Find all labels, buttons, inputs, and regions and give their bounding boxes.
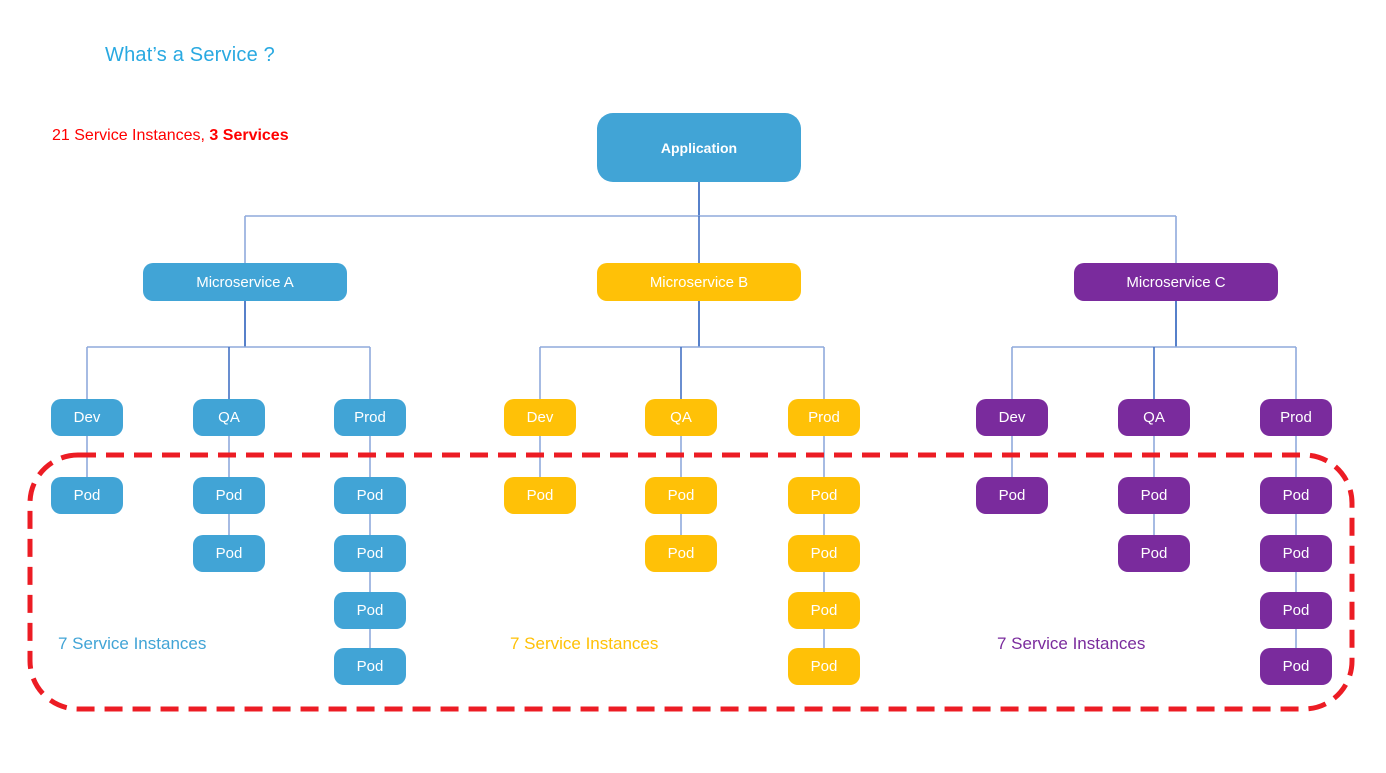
pods-boundary-dashed [27,452,1355,712]
node-microservice-a-prod: Prod [334,399,406,436]
node-microservice-b-dev: Dev [504,399,576,436]
node-microservice-b-prod-pod-1: Pod [788,477,860,514]
node-microservice-a-dev-pod-1: Pod [51,477,123,514]
node-microservice-b-prod: Prod [788,399,860,436]
node-microservice-b-prod-pod-3: Pod [788,592,860,629]
group-instances-label-microservice-a: 7 Service Instances [58,634,207,653]
node-microservice-c-prod-pod-1: Pod [1260,477,1332,514]
node-microservice-c: Microservice C [1074,263,1278,301]
service-count-text: 3 Services [209,127,289,144]
node-microservice-a-qa-pod-1: Pod [193,477,265,514]
group-instances-label-microservice-b: 7 Service Instances [510,634,659,653]
node-microservice-b-dev-pod-1: Pod [504,477,576,514]
node-microservice-c-qa-pod-1: Pod [1118,477,1190,514]
node-microservice-c-dev: Dev [976,399,1048,436]
instance-count-note: 21 Service Instances, 3 Services [52,127,289,145]
node-microservice-b-qa-pod-1: Pod [645,477,717,514]
node-microservice-a-dev: Dev [51,399,123,436]
node-microservice-c-qa: QA [1118,399,1190,436]
node-microservice-c-prod: Prod [1260,399,1332,436]
node-microservice-b: Microservice B [597,263,801,301]
node-microservice-c-prod-pod-4: Pod [1260,648,1332,685]
node-microservice-c-dev-pod-1: Pod [976,477,1048,514]
node-microservice-a-qa: QA [193,399,265,436]
node-microservice-c-prod-pod-2: Pod [1260,535,1332,572]
node-microservice-a-prod-pod-3: Pod [334,592,406,629]
node-microservice-c-qa-pod-2: Pod [1118,535,1190,572]
node-microservice-a-prod-pod-2: Pod [334,535,406,572]
node-microservice-b-qa-pod-2: Pod [645,535,717,572]
node-application: Application [597,113,801,182]
instance-count-text: 21 Service Instances, [52,127,210,144]
page-title: What’s a Service ? [105,44,275,66]
node-microservice-a-prod-pod-1: Pod [334,477,406,514]
node-microservice-b-prod-pod-2: Pod [788,535,860,572]
node-microservice-b-prod-pod-4: Pod [788,648,860,685]
node-microservice-a-prod-pod-4: Pod [334,648,406,685]
group-instances-label-microservice-c: 7 Service Instances [997,634,1146,653]
node-microservice-c-prod-pod-3: Pod [1260,592,1332,629]
node-microservice-b-qa: QA [645,399,717,436]
node-microservice-a-qa-pod-2: Pod [193,535,265,572]
node-microservice-a: Microservice A [143,263,347,301]
